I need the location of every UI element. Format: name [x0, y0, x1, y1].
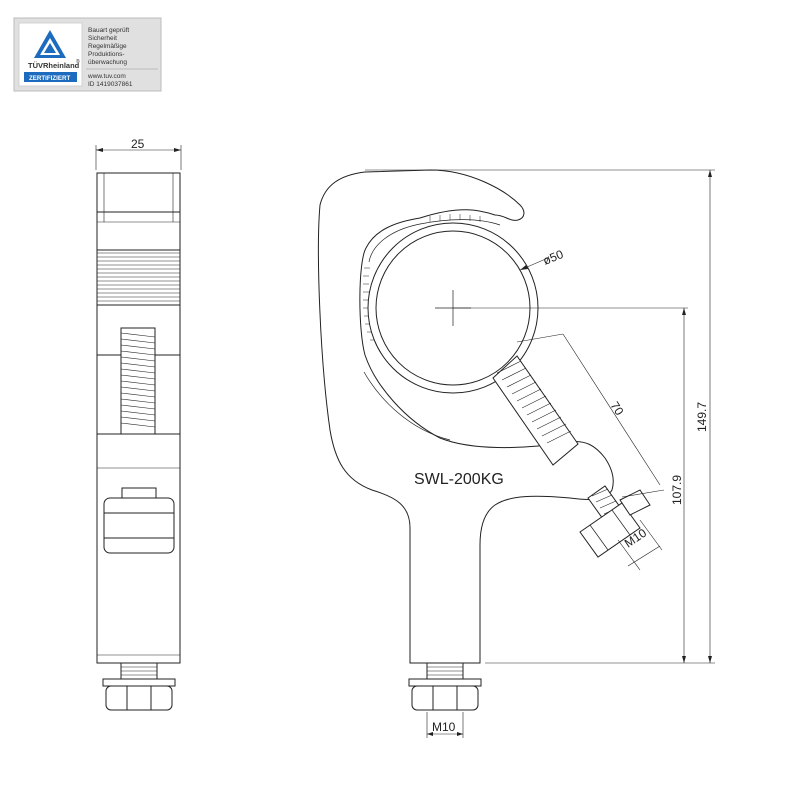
cert-line-2: Sicherheit [88, 35, 117, 42]
dim-height-total: 149.7 [695, 402, 709, 432]
tuv-certificate: TÜVRheinland ® ZERTIFIZIERT Bauart geprü… [13, 17, 162, 92]
cert-line-5: überwachung [88, 59, 127, 66]
cert-website: www.tuv.com [87, 73, 126, 80]
cert-line-4: Produktions- [88, 51, 125, 58]
ribbed-section [97, 252, 180, 302]
tuv-triangle-icon [34, 30, 66, 58]
dimension-lines [365, 169, 715, 738]
front-bottom-bolt [408, 662, 482, 711]
side-hex-nut [103, 487, 175, 554]
side-bottom-bolt [102, 662, 176, 711]
dim-bottom-thread: M10 [432, 720, 456, 734]
side-bolt [120, 327, 156, 435]
side-view [95, 145, 182, 711]
front-bolt-nut [579, 502, 641, 558]
model-label: SWL-200KG [414, 471, 504, 488]
dim-bolt-length: 70 [607, 399, 626, 418]
zertifiziert-badge: ZERTIFIZIERT [29, 75, 70, 82]
dim-height-pipe: 107.9 [670, 475, 684, 505]
registered-mark: ® [76, 58, 80, 65]
clamp-jaw-inner [368, 219, 501, 263]
front-bolt [492, 355, 651, 558]
dim-width: 25 [131, 137, 145, 151]
dim-pipe-diameter: ø50 [541, 247, 566, 268]
tuv-brand: TÜVRheinland [28, 61, 80, 70]
front-view [317, 169, 651, 711]
cert-line-3: Regelmäßige [88, 43, 127, 50]
cert-id: ID 1419037861 [88, 81, 133, 88]
cert-line-1: Bauart geprüft [88, 27, 129, 34]
clamp-body [317, 169, 614, 664]
width-dimension [95, 145, 182, 170]
